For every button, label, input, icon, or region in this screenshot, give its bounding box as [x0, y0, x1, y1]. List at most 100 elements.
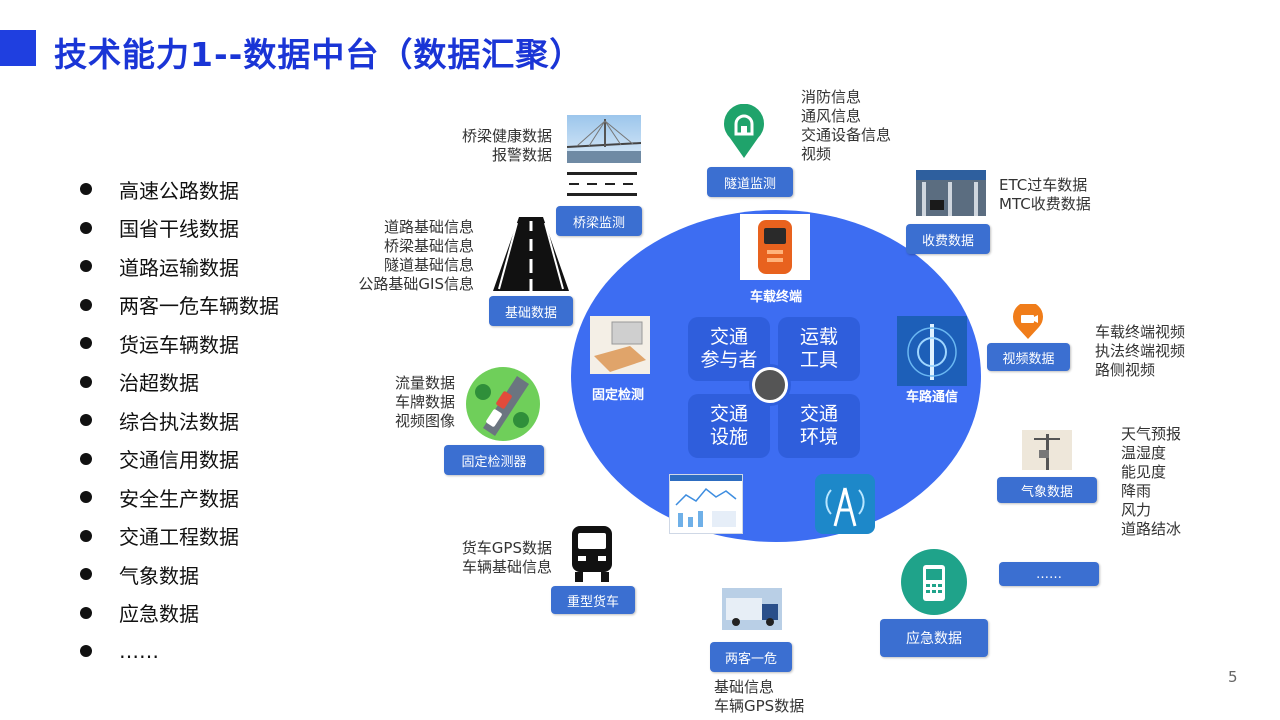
- participants-label: 交通参与者: [700, 326, 758, 371]
- data-category-list: 高速公路数据国省干线数据道路运输数据两客一危车辆数据货运车辆数据治超数据综合执法…: [80, 170, 279, 671]
- weather-text: 天气预报温湿度能见度降雨风力道路结冰: [1121, 425, 1181, 539]
- fixed-detection-image: [590, 316, 650, 374]
- hazmat-text: 基础信息车辆GPS数据: [714, 678, 804, 716]
- list-item-label: 安全生产数据: [119, 486, 239, 511]
- tunnel-pin-icon: [722, 103, 766, 160]
- text-line: 天气预报: [1121, 425, 1182, 443]
- text-line: 车辆GPS数据: [714, 697, 805, 715]
- text-line: 车辆基础信息: [461, 558, 552, 576]
- bridge-monitor-button[interactable]: 桥梁监测: [556, 206, 642, 236]
- text-line: 报警数据: [491, 146, 552, 164]
- bullet-dot-icon: [80, 260, 92, 273]
- hub-center-node: [752, 367, 788, 403]
- bullet-dot-icon: [80, 452, 92, 465]
- bullet-dot-icon: [80, 491, 92, 504]
- text-line: ETC过车数据: [999, 176, 1088, 194]
- road-icon: [493, 217, 569, 291]
- hazmat-vehicle-button[interactable]: 两客一危: [710, 642, 792, 672]
- text-line: 隧道基础信息: [383, 256, 474, 274]
- emergency-data-button[interactable]: 应急数据: [880, 619, 988, 657]
- video-text: 车载终端视频执法终端视频路侧视频: [1095, 323, 1185, 380]
- text-line: 基础信息: [714, 678, 775, 696]
- business-app-image: [669, 474, 743, 534]
- bullet-dot-icon: [80, 606, 92, 619]
- bullet-dot-icon: [80, 183, 92, 196]
- text-line: 温湿度: [1121, 444, 1167, 462]
- onboard-terminal-image: [740, 214, 810, 280]
- bullet-dot-icon: [80, 645, 92, 658]
- title-accent-bar: [0, 30, 36, 66]
- list-item: 货运车辆数据: [80, 324, 279, 363]
- bullet-dot-icon: [80, 337, 92, 350]
- list-item-label: 气象数据: [119, 563, 199, 588]
- core-box-facilities: 交通设施: [688, 394, 770, 458]
- list-item: 安全生产数据: [80, 478, 279, 517]
- fixed-detection-label: 固定检测: [592, 388, 645, 403]
- list-item-label: 两客一危车辆数据: [119, 294, 279, 319]
- bullet-dot-icon: [80, 568, 92, 581]
- list-item-label: 道路运输数据: [119, 255, 239, 280]
- list-item: 治超数据: [80, 363, 279, 402]
- text-line: 道路结冰: [1121, 520, 1182, 538]
- list-item-label: 应急数据: [119, 602, 199, 627]
- onboard-terminal-label: 车载终端: [750, 290, 803, 305]
- list-item-label: 货运车辆数据: [119, 332, 239, 357]
- list-item-label: 交通工程数据: [119, 525, 239, 550]
- road-detector-icon: [465, 366, 541, 442]
- bullet-dot-icon: [80, 221, 92, 234]
- text-line: 路侧视频: [1095, 361, 1156, 379]
- environment-label: 交通环境: [799, 403, 838, 448]
- list-item: 国省干线数据: [80, 209, 279, 248]
- list-item: ……: [80, 632, 279, 671]
- text-line: 桥梁基础信息: [383, 237, 474, 255]
- heavy-truck-button[interactable]: 重型货车: [551, 586, 635, 614]
- video-data-button[interactable]: 视频数据: [987, 343, 1070, 371]
- tunnel-monitor-button[interactable]: 隧道监测: [707, 167, 793, 197]
- text-line: 消防信息: [801, 88, 862, 106]
- lane-markings-icon: [567, 172, 637, 196]
- list-item: 两客一危车辆数据: [80, 286, 279, 325]
- text-line: 降雨: [1121, 482, 1152, 500]
- bullet-dot-icon: [80, 298, 92, 311]
- text-line: 风力: [1121, 501, 1152, 519]
- core-box-environment: 交通环境: [778, 394, 860, 458]
- list-item: 道路运输数据: [80, 247, 279, 286]
- text-line: MTC收费数据: [999, 195, 1091, 213]
- core-box-vehicles: 运载工具: [778, 317, 860, 381]
- text-line: 车载终端视频: [1095, 323, 1186, 341]
- list-item-label: 治超数据: [119, 371, 199, 396]
- toll-station-image: [916, 170, 986, 216]
- bullet-dot-icon: [80, 414, 92, 427]
- list-item: 高速公路数据: [80, 170, 279, 209]
- basic-data-button[interactable]: 基础数据: [489, 296, 573, 326]
- fixed-detector-button[interactable]: 固定检测器: [444, 445, 544, 475]
- list-item-label: 国省干线数据: [119, 217, 239, 242]
- bridge-image: [567, 115, 641, 163]
- text-line: 车牌数据: [394, 393, 455, 411]
- social-resources-label: 社会资源: [803, 542, 856, 557]
- text-line: 流量数据: [394, 374, 455, 392]
- vehicles-label: 运载工具: [799, 326, 838, 371]
- list-item-label: ……: [119, 639, 159, 664]
- truck-text: 货车GPS数据车辆基础信息: [420, 539, 552, 577]
- text-line: 执法终端视频: [1095, 342, 1186, 360]
- toll-data-button[interactable]: 收费数据: [906, 224, 990, 254]
- bullet-dot-icon: [80, 529, 92, 542]
- heavy-truck-icon: [569, 524, 615, 584]
- page-number: 5: [1228, 668, 1238, 686]
- list-item: 气象数据: [80, 555, 279, 594]
- text-line: 道路基础信息: [383, 218, 474, 236]
- emergency-phone-icon: [901, 549, 967, 615]
- bridge-text: 桥梁健康数据报警数据: [420, 127, 552, 165]
- text-line: 货车GPS数据: [461, 539, 552, 557]
- core-box-participants: 交通参与者: [688, 317, 770, 381]
- facilities-label: 交通设施: [709, 403, 748, 448]
- v2x-image: [897, 316, 967, 386]
- weather-station-image: [1022, 430, 1072, 470]
- text-line: 视频: [801, 145, 832, 163]
- weather-data-button[interactable]: 气象数据: [997, 477, 1097, 503]
- social-resources-image: [815, 474, 875, 534]
- more-data-button[interactable]: ……: [999, 562, 1099, 586]
- list-item-label: 交通信用数据: [119, 448, 239, 473]
